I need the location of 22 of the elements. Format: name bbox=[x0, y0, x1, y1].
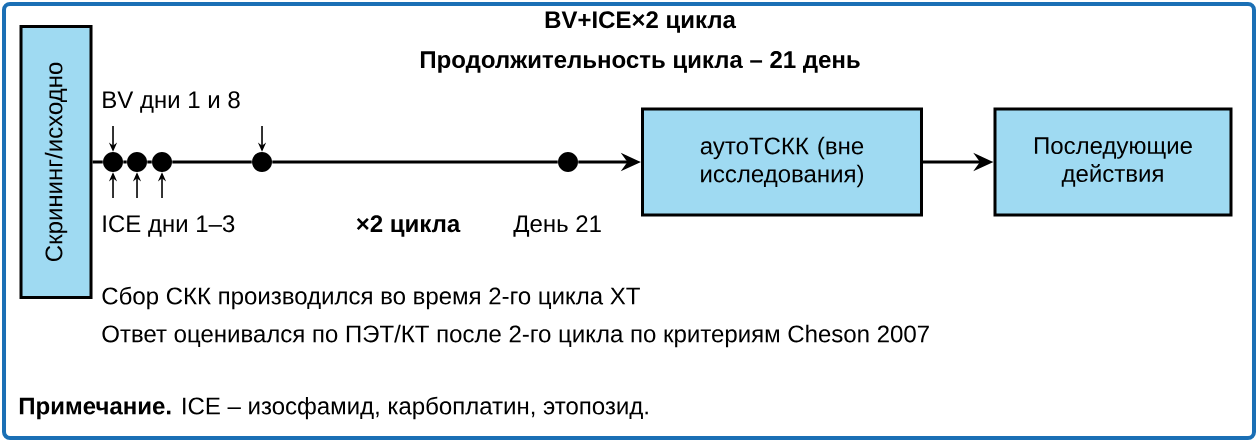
label: День 21 bbox=[513, 215, 601, 237]
heading: Продолжительность цикла – 21 день bbox=[420, 51, 860, 73]
timeline-line bbox=[92, 160, 103, 164]
timepoint-dot bbox=[103, 152, 123, 172]
timepoint-dot bbox=[152, 152, 172, 172]
timeline-line bbox=[123, 160, 127, 164]
timepoint-dot bbox=[127, 152, 147, 172]
note: Примечание. ICE – изосфамид, карбоплатин, этопозид. bbox=[19, 396, 648, 420]
timepoint-dot bbox=[558, 152, 578, 172]
timepoint-dot bbox=[252, 152, 272, 172]
timeline-line bbox=[272, 160, 558, 164]
label: ×2 цикла bbox=[356, 215, 461, 237]
timeline-line bbox=[172, 160, 252, 164]
note: Сбор СКК производился во время 2-го цикла ХТ bbox=[102, 286, 640, 310]
title: BV+ICE×2 цикла bbox=[545, 11, 737, 33]
process-box: аутоТСКК (вне исследования) bbox=[641, 107, 923, 217]
label: BV дни 1 и 8 bbox=[103, 91, 240, 113]
label: ICE дни 1–3 bbox=[103, 215, 235, 237]
stage-box: Скрининг/исходно bbox=[19, 25, 93, 299]
note: Ответ оценивался по ПЭТ/КТ после 2-го цикла по критериям Cheson 2007 bbox=[102, 324, 929, 348]
process-box: Последующие действия bbox=[993, 107, 1233, 217]
timeline-line bbox=[147, 160, 152, 164]
